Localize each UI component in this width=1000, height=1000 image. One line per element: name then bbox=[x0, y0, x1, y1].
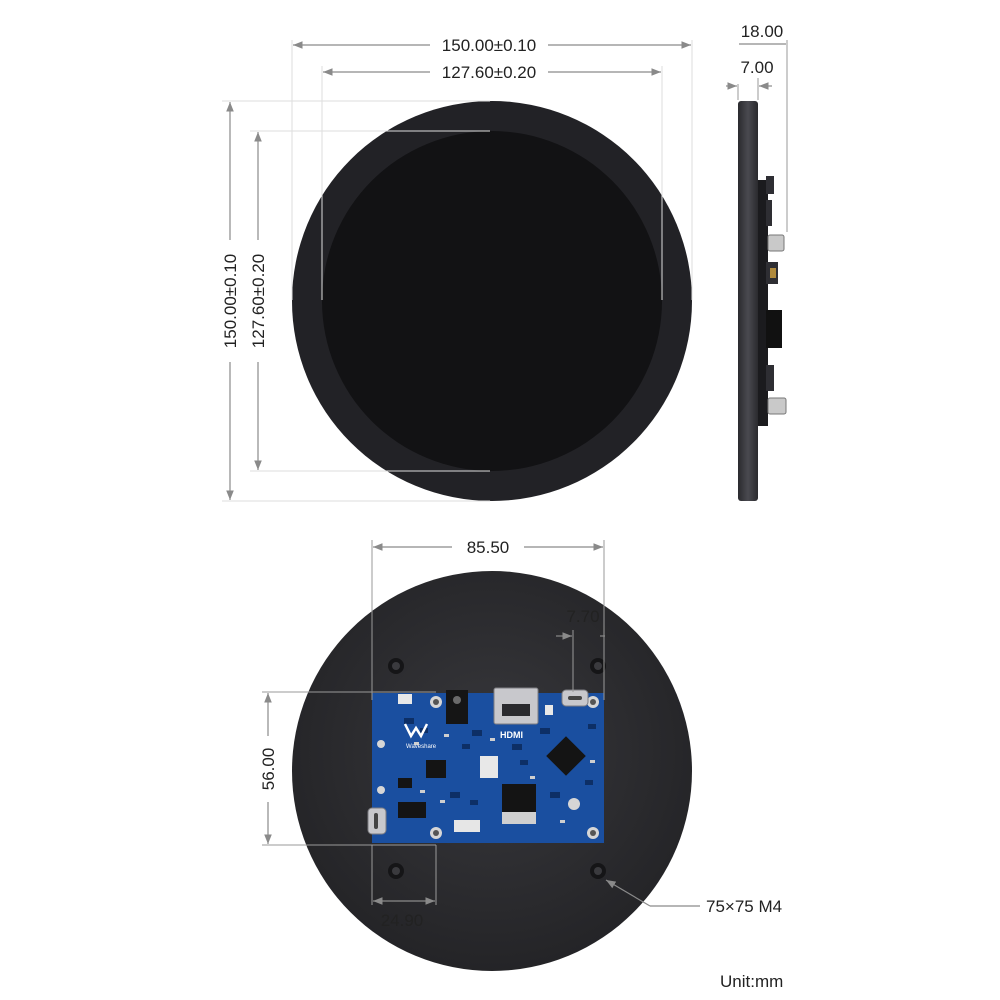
back-view: HDMI Waveshare 85.50 7.70 56.00 24.90 75… bbox=[259, 538, 782, 971]
brand-logo bbox=[403, 723, 429, 739]
dim-outer-height: 150.00±0.10 bbox=[221, 254, 240, 348]
mount-spec-label: 75×75 M4 bbox=[706, 897, 782, 916]
fpc-connector bbox=[502, 784, 536, 814]
front-view: 150.00±0.10 127.60±0.20 150.00±0.10 127.… bbox=[221, 36, 693, 502]
unit-label: Unit:mm bbox=[720, 972, 783, 991]
dim-display-height: 127.60±0.20 bbox=[249, 254, 268, 348]
dim-port-offset: 7.70 bbox=[566, 607, 599, 626]
side-board bbox=[758, 180, 768, 426]
brand-silkscreen: Waveshare bbox=[406, 744, 437, 750]
dim-hole-offset: 24.90 bbox=[381, 911, 424, 930]
audio-jack bbox=[446, 690, 468, 724]
mount-holes bbox=[388, 658, 606, 879]
main-chip bbox=[546, 736, 586, 776]
side-view: 18.00 7.00 bbox=[726, 22, 788, 501]
dim-board-width: 85.50 bbox=[467, 538, 510, 557]
driver-board: HDMI Waveshare bbox=[367, 687, 604, 843]
dim-panel-depth: 7.00 bbox=[740, 58, 773, 77]
dim-outer-width: 150.00±0.10 bbox=[442, 36, 536, 55]
dim-board-height: 56.00 bbox=[259, 748, 278, 791]
panel-display-area bbox=[322, 131, 662, 471]
side-panel-body bbox=[738, 101, 758, 501]
dim-total-depth: 18.00 bbox=[741, 22, 784, 41]
dim-display-width: 127.60±0.20 bbox=[442, 63, 536, 82]
hdmi-silkscreen: HDMI bbox=[500, 730, 523, 740]
